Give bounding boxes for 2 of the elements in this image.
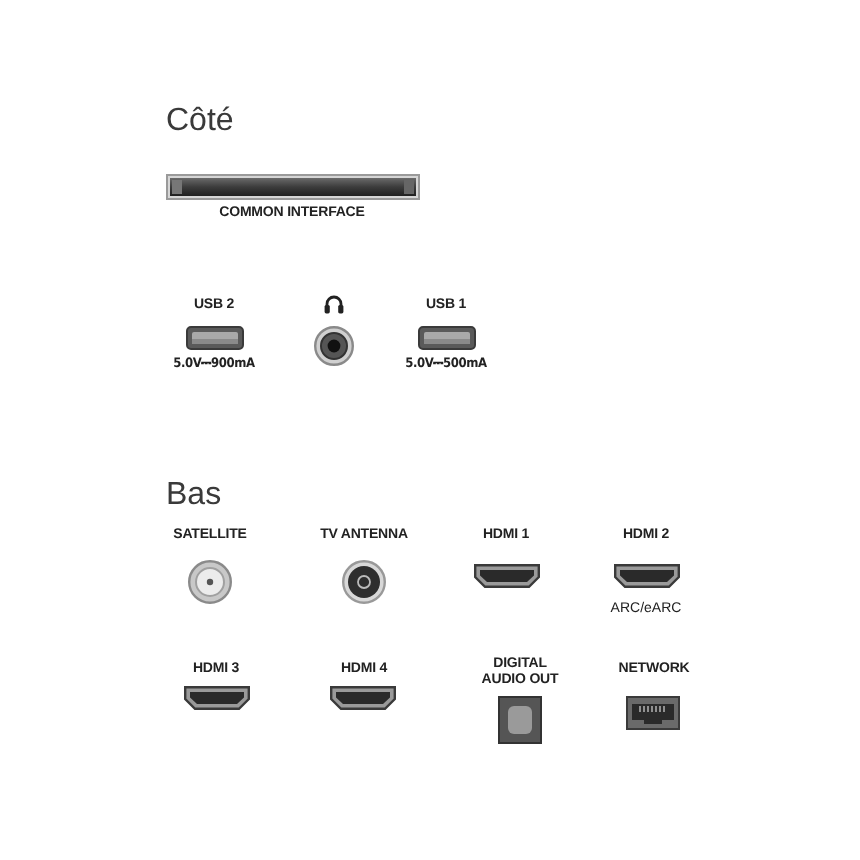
section-heading: Bas [166, 478, 222, 514]
section-heading: Côté [166, 104, 234, 140]
